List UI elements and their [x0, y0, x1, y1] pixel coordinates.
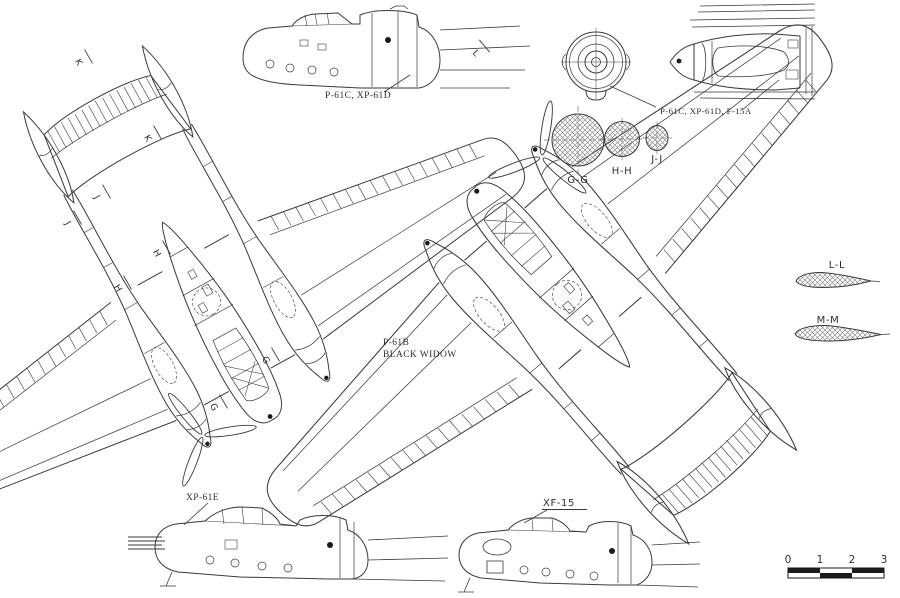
label-section-ll: L-L	[829, 260, 845, 271]
airfoil-sections	[794, 271, 891, 342]
label-section-hh: H-H	[612, 166, 632, 177]
cut-letter-j2: J	[62, 219, 72, 227]
label-xf15: XF-15	[543, 498, 575, 509]
scale-tick-3: 3	[881, 554, 888, 566]
p61c-nose-side-view	[242, 5, 531, 93]
cut-letter-h1: H	[150, 248, 162, 259]
label-p61b-model: P-61B	[383, 338, 409, 348]
leader-line-xf15	[523, 509, 548, 524]
cut-letter-h2: H	[111, 283, 123, 294]
label-black-widow: BLACK WIDOW	[383, 350, 457, 360]
cut-letter-g1: G	[259, 355, 271, 366]
scale-bar: 0 1 2 3	[785, 554, 888, 579]
scale-tick-0: 0	[785, 554, 792, 566]
cut-letter-k2: K	[141, 133, 153, 144]
label-section-jj: J-J	[650, 154, 663, 165]
p61-bottom-plan-view	[0, 0, 580, 598]
leader-line-engine-front	[609, 85, 657, 108]
label-p61c-xp61d: P-61C, XP-61D	[325, 91, 391, 101]
leader-line-engine-top	[741, 79, 780, 111]
scale-tick-1: 1	[817, 554, 824, 566]
engine-front-view	[561, 28, 780, 111]
leader-line-xp61e	[183, 502, 209, 526]
cut-letter-g2: G	[207, 402, 219, 413]
xf15-nose-side-view	[458, 509, 701, 593]
label-engine-variants: P-61C, XP-61D, F-15A	[660, 106, 752, 116]
cut-letter-l1: L	[470, 49, 481, 59]
scale-tick-2: 2	[849, 554, 856, 566]
engine-nacelle-top-view	[669, 3, 816, 100]
fuselage-cross-sections	[544, 106, 672, 174]
section-cut-markers: K K J J H H G G L	[62, 39, 490, 413]
cut-letter-k1: K	[72, 57, 84, 68]
label-section-gg: G-G	[567, 175, 588, 186]
leader-line-p61c	[383, 74, 411, 93]
xp61e-nose-side-view	[128, 502, 449, 587]
label-xp61e: XP-61E	[186, 493, 219, 503]
cut-letter-j1: J	[91, 193, 101, 201]
label-section-mm: M-M	[817, 315, 840, 326]
